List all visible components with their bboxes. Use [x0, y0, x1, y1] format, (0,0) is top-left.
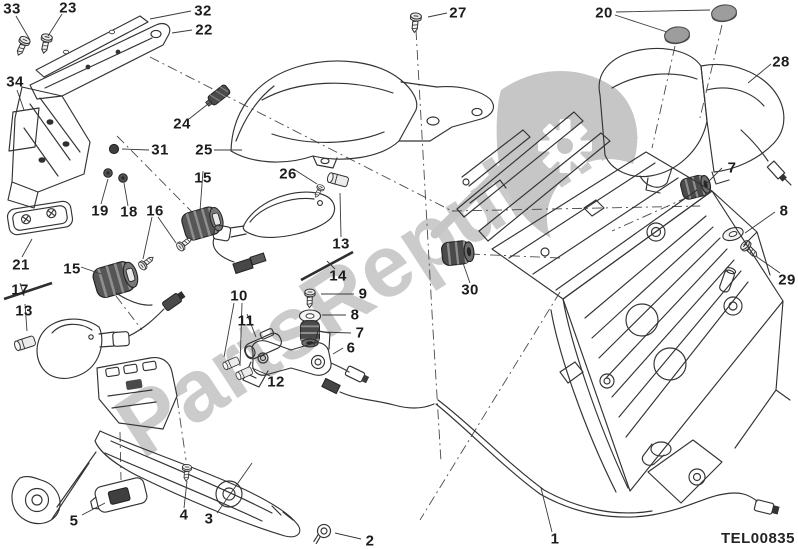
- part-wiring-cable: [339, 391, 780, 518]
- part-tail-subframe: [439, 111, 791, 504]
- part-seat-cowl: [230, 11, 494, 200]
- part-taillight: [598, 2, 792, 261]
- construction-lines: [115, 24, 723, 521]
- callout-leader-lines: [15, 9, 781, 540]
- part-plate-holder-arm: [11, 357, 332, 545]
- part-plate-light-bracket: [221, 288, 370, 395]
- part-plate-holder-bracket: [6, 15, 231, 236]
- part-turn-signals: [3, 171, 354, 379]
- drawing-code: TEL00835: [720, 530, 795, 547]
- watermark-logo: PartsRepublik: [98, 70, 649, 476]
